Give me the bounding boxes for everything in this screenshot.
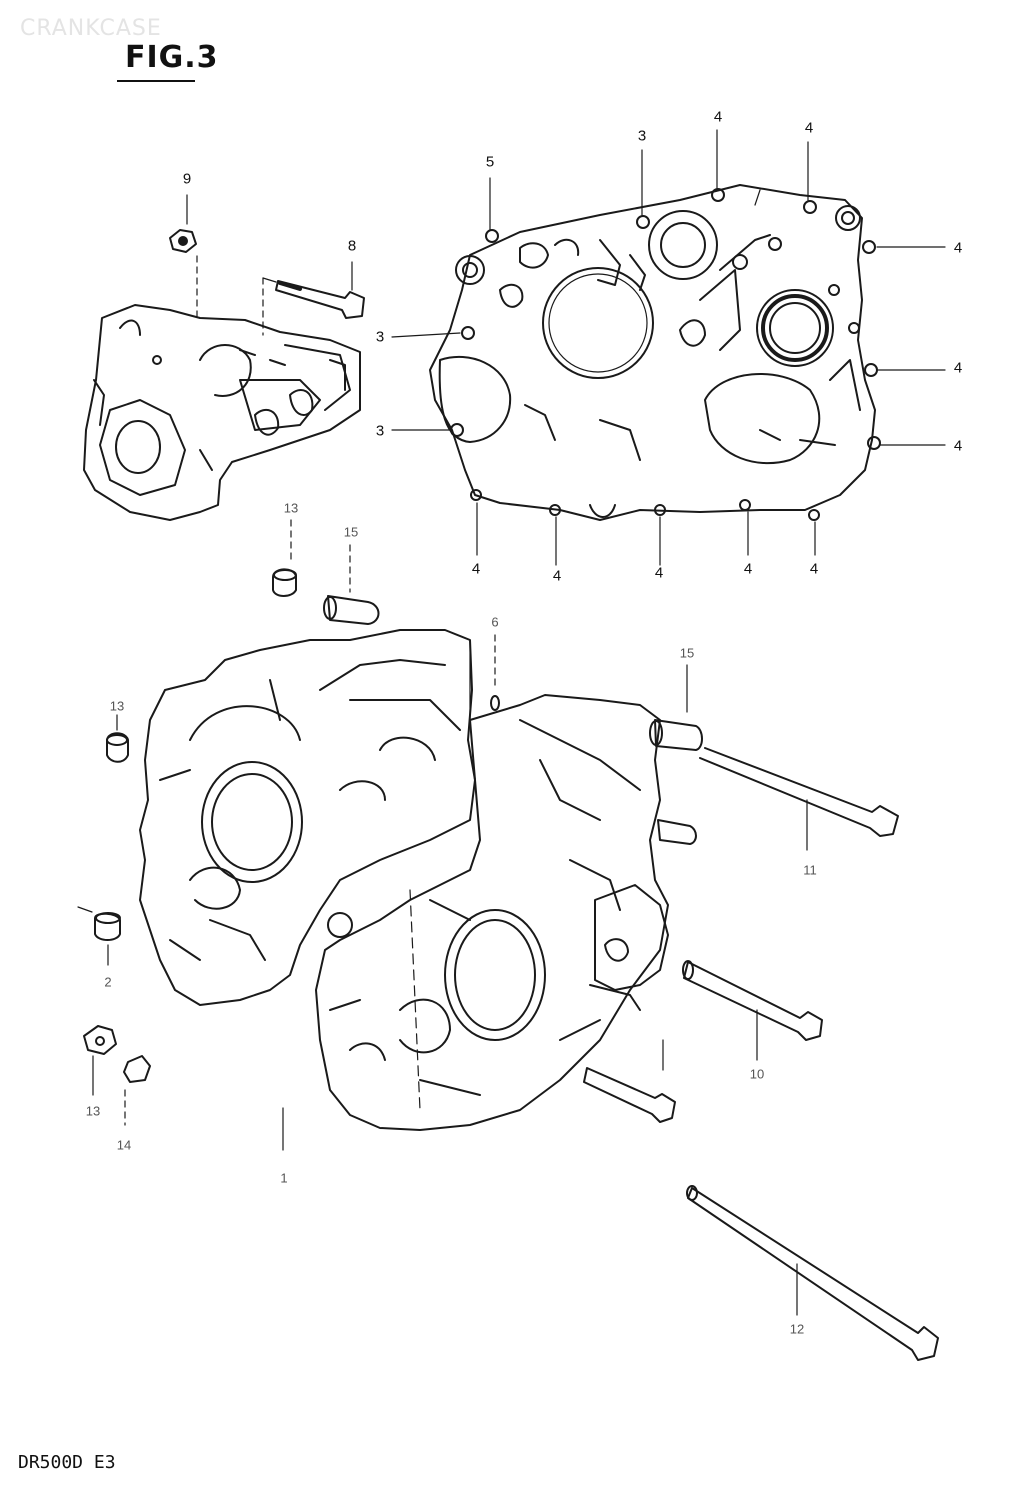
part-15-dowel-upper [324,545,379,624]
callout-4-bottom-1: 4 [471,560,481,578]
callout-6: 6 [491,614,499,630]
callout-8: 8 [347,237,357,255]
callout-4-bottom-5: 4 [809,560,819,578]
callout-4-bottom-2: 4 [552,567,562,585]
part-14-washer [124,1056,150,1125]
part-13-collar-left [107,715,128,762]
part-6-oring [491,635,499,710]
callout-3-mid: 3 [375,328,385,346]
callout-5: 5 [485,153,495,171]
callout-3-top: 3 [637,127,647,145]
callout-13-left: 13 [109,698,125,714]
part-13-nut-lower [84,1026,116,1095]
callout-1: 1 [280,1170,288,1186]
callout-4-right-2: 4 [953,359,963,377]
callout-3-low: 3 [375,422,385,440]
callout-15-upper: 15 [343,524,359,540]
callout-13-upper: 13 [283,500,299,516]
callout-11: 11 [803,862,817,878]
figure-title: FIG.3 [125,40,219,75]
callout-13-lower: 13 [85,1103,101,1119]
callout-15-right: 15 [679,645,695,661]
callout-12: 12 [789,1321,805,1337]
part-10-bolt [683,961,822,1060]
part-8-bolt [263,262,364,335]
model-code-footer: DR500D E3 [18,1452,116,1473]
callout-4-bottom-3: 4 [654,564,664,582]
right-crankcase-half [430,185,880,520]
figure-title-underline [117,80,195,82]
part-2-dowel [78,907,120,965]
crankcase-assembly [140,630,696,1130]
part-9-nut [170,195,197,320]
callout-leaders-upper [392,130,945,565]
short-bolt-lower [584,1040,675,1122]
callout-4-top-a: 4 [713,108,723,126]
section-watermark: CRANKCASE [20,16,162,41]
callout-4-top-b: 4 [804,119,814,137]
callout-10: 10 [749,1066,765,1082]
callout-4-right-3: 4 [953,437,963,455]
callout-14: 14 [116,1137,132,1153]
callout-9: 9 [182,170,192,188]
part-13-collar-upper [273,520,296,596]
cylinder-side-housing [84,305,360,520]
part-11-long-bolt [700,748,898,850]
part-12-long-stud [687,1186,938,1360]
callout-4-bottom-4: 4 [743,560,753,578]
callout-2: 2 [104,974,112,990]
callout-4-right-1: 4 [953,239,963,257]
